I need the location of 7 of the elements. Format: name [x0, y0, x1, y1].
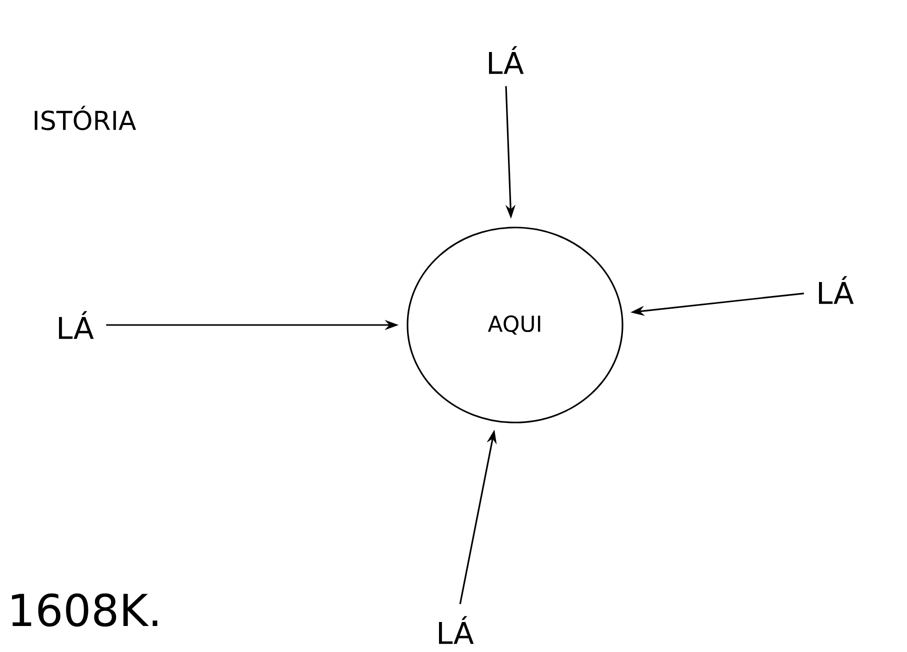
- place-label: LÁ: [489, 46, 524, 74]
- handwritten-note: 1608K.: [12, 593, 158, 627]
- place-label: LÁ: [59, 311, 94, 339]
- ellipse-node: AQUI: [406, 226, 624, 424]
- place-label: LÁ: [819, 276, 854, 304]
- handwritten-note: ISTÓRIA: [34, 106, 136, 130]
- place-label: LÁ: [439, 616, 474, 644]
